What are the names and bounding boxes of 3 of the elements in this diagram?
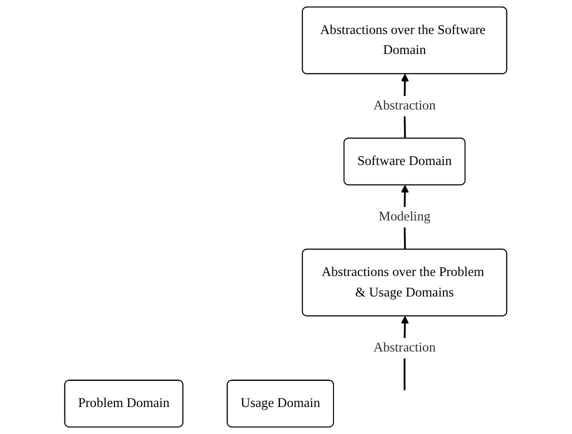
edge-label: Modeling	[378, 210, 431, 224]
edge-label: Abstraction	[374, 98, 436, 113]
edge-label: Abstraction	[374, 340, 436, 355]
